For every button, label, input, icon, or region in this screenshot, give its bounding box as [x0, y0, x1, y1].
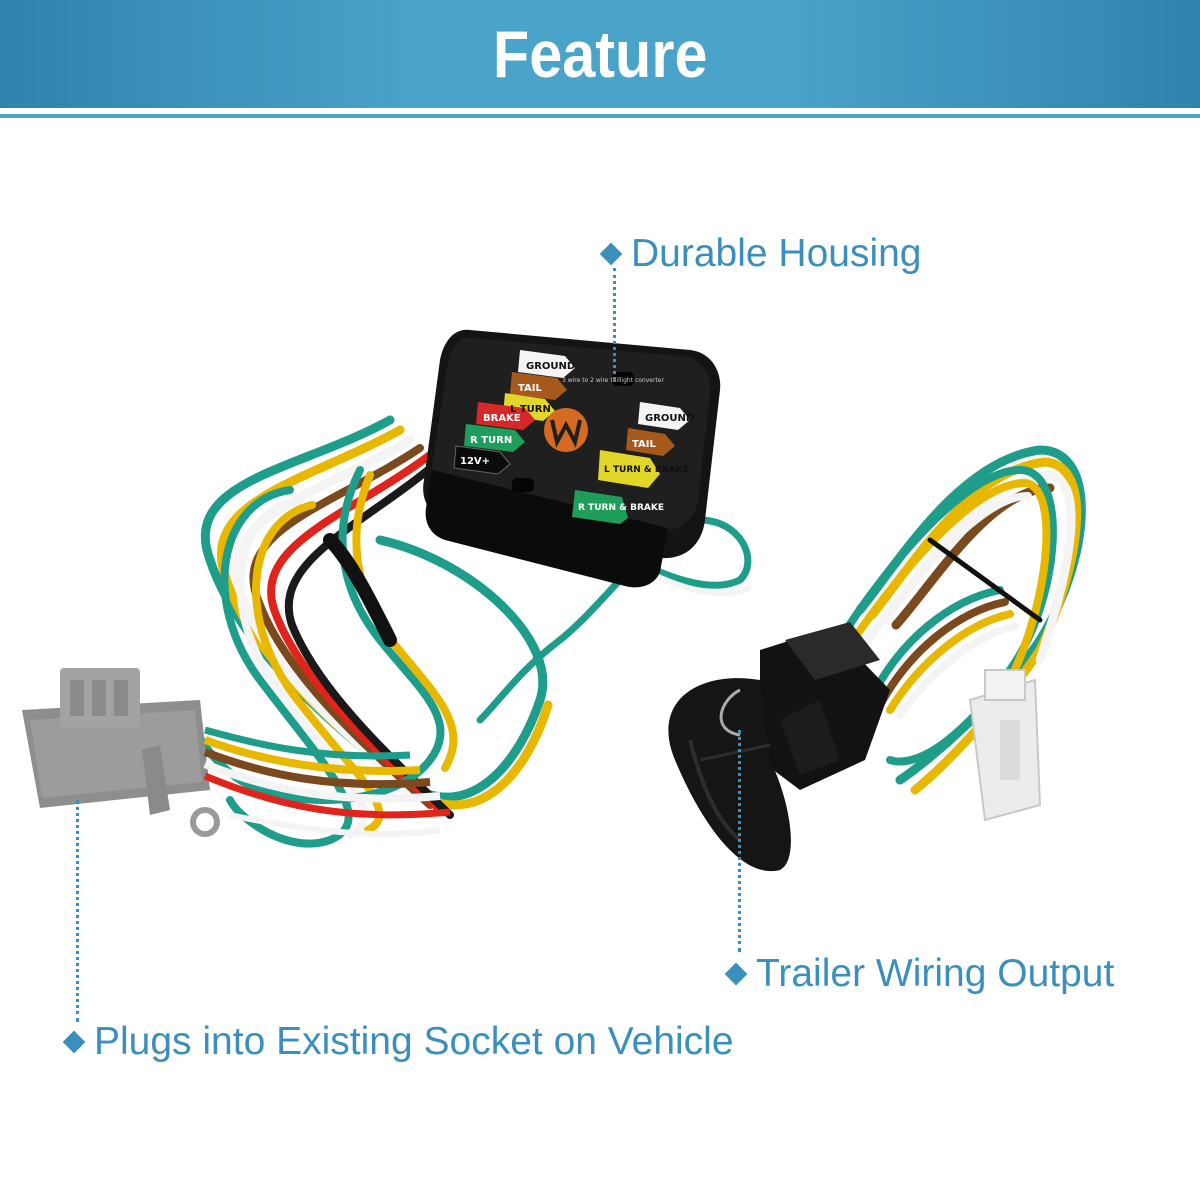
label-lturn-left: L TURN: [510, 404, 551, 415]
header-banner: Feature: [0, 0, 1200, 108]
output-wire-coil: [836, 445, 1086, 795]
housing-leader-line: [613, 268, 616, 380]
header-divider: [0, 114, 1200, 118]
white-output-connector: [968, 669, 1042, 822]
label-rturn-brake-right: R TURN & BRAKE: [578, 503, 664, 513]
page-title: Feature: [492, 17, 708, 91]
label-tail-right: TAIL: [632, 439, 657, 450]
four-pin-flat-connector: [668, 622, 890, 872]
socket-leader-line: [76, 800, 79, 1022]
vehicle-connector: [22, 668, 451, 838]
diamond-bullet-icon: [724, 962, 748, 986]
output-leader-line: [738, 730, 741, 952]
label-ground-left: GROUND: [526, 361, 575, 372]
label-tail-left: TAIL: [518, 383, 543, 394]
callout-durable-housing-text: Durable Housing: [631, 232, 922, 275]
callout-trailer-wiring-output-text: Trailer Wiring Output: [756, 952, 1115, 995]
callout-plugs-into-socket-text: Plugs into Existing Socket on Vehicle: [94, 1020, 734, 1063]
label-brake-left: BRAKE: [483, 413, 521, 424]
label-rturn-left: R TURN: [470, 435, 512, 446]
label-12v: 12V+: [460, 456, 490, 467]
diamond-bullet-icon: [62, 1030, 86, 1054]
label-ground-right: GROUND: [645, 413, 694, 424]
housing-labels: GROUND TAIL L TURN BRAKE R TURN 12V+ GRO…: [460, 361, 694, 513]
converter-housing: [423, 329, 721, 588]
label-converter-caption: 3 wire to 2 wire taillight converter: [562, 377, 664, 384]
callout-trailer-wiring-output: Trailer Wiring Output: [724, 952, 1115, 996]
label-lturn-brake-right: L TURN & BRAKE: [604, 465, 689, 475]
diamond-bullet-icon: [599, 242, 623, 266]
callout-plugs-into-socket: Plugs into Existing Socket on Vehicle: [62, 1020, 734, 1064]
callout-durable-housing: Durable Housing: [599, 232, 922, 276]
